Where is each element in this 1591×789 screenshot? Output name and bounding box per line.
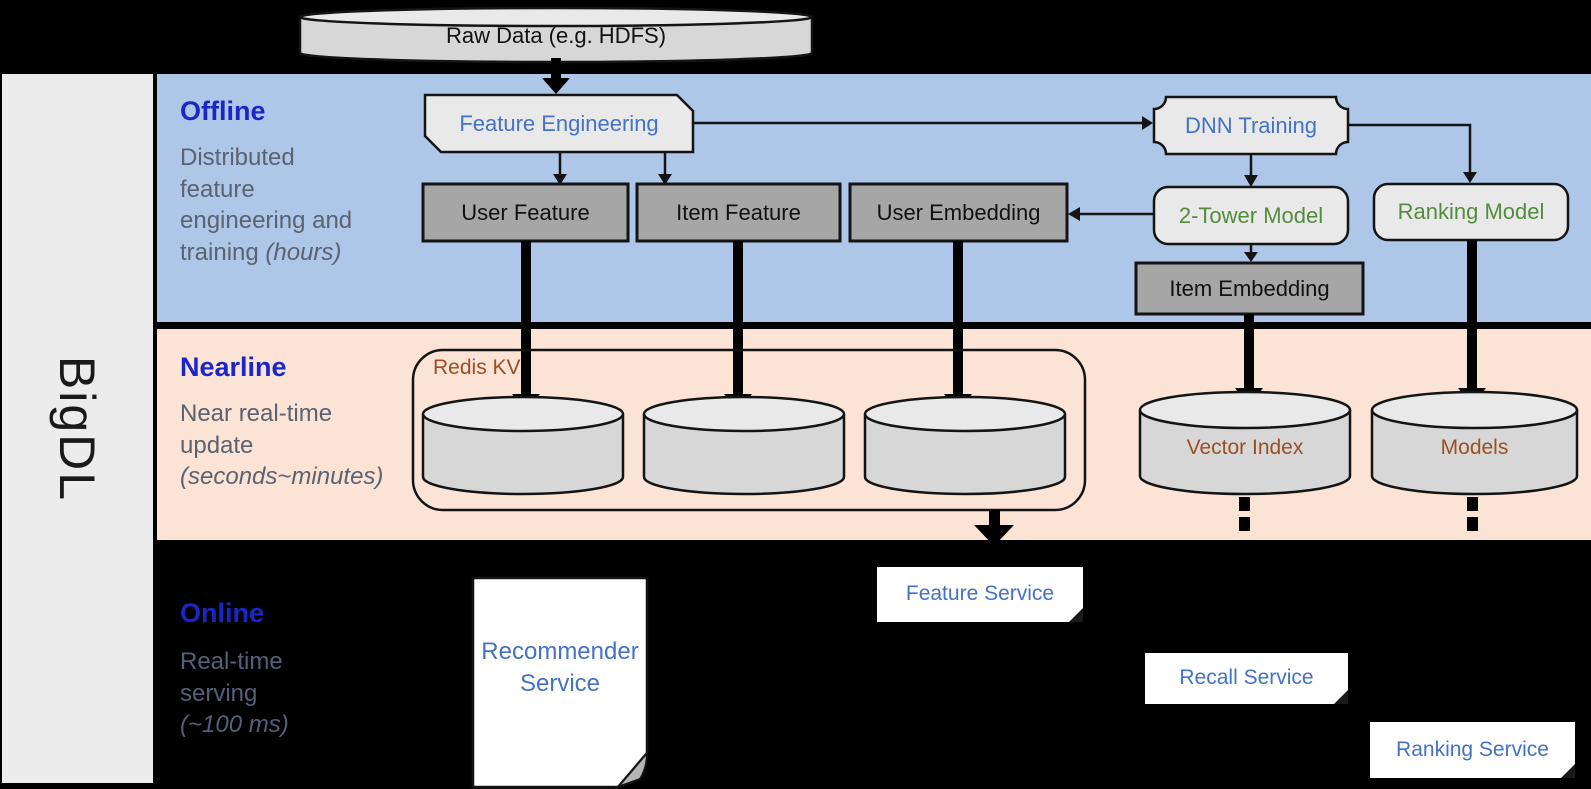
user-feature-label: User Feature	[461, 199, 590, 225]
vector-index-cylinder	[1138, 390, 1352, 496]
recommender-service-label: Recommender Service	[481, 638, 639, 698]
recommender-service-doc-shape	[471, 576, 649, 789]
item-feature-shape	[635, 182, 842, 243]
ranking-model-label: Ranking Model	[1397, 199, 1545, 225]
bigdl-sidebar	[2, 74, 153, 783]
user-embedding-label: User Embedding	[876, 199, 1041, 225]
arrow-rawdata-to-fe	[542, 58, 570, 94]
redis-kv-container	[411, 348, 1087, 512]
online-stage-description: Real-time serving (~100 ms)	[180, 648, 289, 739]
ranking-service-label: Ranking Service	[1396, 737, 1549, 761]
vector-index-label: Vector Index	[1186, 435, 1304, 459]
redis-kv-label: Redis KV	[433, 356, 521, 379]
bigdl-logo-text: BigDL	[49, 355, 106, 502]
feature-service-label: Feature Service	[905, 582, 1055, 606]
offline-stage-title: Offline	[180, 96, 266, 126]
dnn-training-shape	[1152, 95, 1350, 156]
nearline-stage-description: Near real-time update (seconds~minutes)	[180, 400, 384, 491]
recall-service-shape	[1145, 653, 1348, 704]
ranking-service-shape	[1370, 722, 1575, 778]
feature-engineering-label: Feature Engineering	[459, 110, 659, 136]
user-feature-shape	[421, 182, 630, 243]
online-stage-title: Online	[180, 598, 265, 628]
bigdl-logo: BigDL	[2, 74, 153, 783]
models-label: Models	[1440, 435, 1509, 459]
feature-service-shape	[877, 567, 1083, 622]
models-cylinder	[1370, 390, 1579, 496]
dashed-connectors	[974, 497, 1478, 546]
item-embedding-shape	[1134, 261, 1365, 316]
dnn-training-label: DNN Training	[1184, 112, 1318, 138]
nearline-stage-title: Nearline	[180, 352, 287, 382]
raw-data-label: Raw Data (e.g. HDFS)	[445, 23, 667, 49]
recall-service-label: Recall Service	[1179, 666, 1314, 690]
user-embedding-shape	[848, 182, 1069, 243]
two-tower-model-label: 2-Tower Model	[1178, 202, 1324, 228]
redis-cylinder-1	[421, 395, 625, 496]
redis-cylinder-3	[863, 395, 1067, 496]
offline-stage-description: Distributed feature engineering and trai…	[180, 144, 353, 267]
redis-cylinder-2	[642, 395, 846, 496]
thin-connectors	[553, 116, 1477, 262]
item-feature-label: Item Feature	[676, 199, 801, 225]
item-embedding-label: Item Embedding	[1169, 275, 1330, 301]
feature-engineering-shape	[423, 93, 695, 154]
